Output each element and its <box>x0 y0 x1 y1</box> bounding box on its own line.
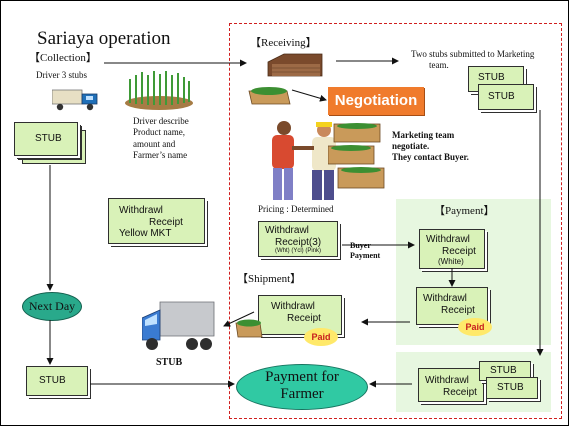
bottom-stub: STUB <box>26 366 88 396</box>
driver-describe: Driver describe Product name, amount and… <box>133 116 189 160</box>
collection-heading: 【Collection】 <box>29 52 97 64</box>
crate-small-icon <box>235 319 263 338</box>
collection-stub: STUB <box>14 122 78 156</box>
marketing-note: Marketing team negotiate. They contact B… <box>392 130 469 162</box>
pricing-label: Pricing : Determined <box>258 204 334 214</box>
truck-stub-label: STUB <box>156 357 183 368</box>
dashed-region <box>229 23 562 419</box>
negotiation-badge: Negotiation <box>328 87 424 115</box>
withdrawl-receipt-white: Withdrawl Receipt (White) <box>419 229 485 269</box>
next-day-ellipse: Next Day <box>22 292 82 321</box>
crop-field-icon <box>125 71 193 110</box>
people-handshake-icon <box>272 121 336 200</box>
small-truck-icon <box>52 89 98 111</box>
paid-badge-payment: Paid <box>458 318 492 336</box>
withdrawl-receipt-bottom: Withdrawl Receipt <box>418 368 484 402</box>
shipment-truck-icon <box>142 301 215 350</box>
withdrawl-receipt-yellow: Withdrawl Receipt Yellow MKT <box>108 198 205 244</box>
crates-stack-icon <box>328 123 385 189</box>
receiving-heading: 【Receiving】 <box>250 37 317 49</box>
page-title: Sariaya operation <box>37 28 171 49</box>
withdrawl-receipt-3: Withdrawl Receipt(3) (Wht) (Ycl) (Pink) <box>258 221 338 257</box>
driver-label: Driver 3 stubs <box>36 70 87 80</box>
payment-for-farmer-ellipse: Payment for Farmer <box>236 364 368 410</box>
crate-icon <box>248 87 291 105</box>
bottom-right-stub-b: STUB <box>486 377 538 399</box>
shipment-heading: 【Shipment】 <box>237 273 302 285</box>
warehouse-icon <box>267 53 323 77</box>
paid-badge-shipment: Paid <box>304 328 338 346</box>
receiving-stub-front: STUB <box>478 84 534 110</box>
buyer-payment-label: Buyer Payment <box>350 241 381 260</box>
receiving-stub-top: STUB <box>468 66 524 92</box>
payment-heading: 【Payment】 <box>434 205 495 217</box>
two-stubs-note: Two stubs submitted to Marketing team. <box>411 49 535 70</box>
